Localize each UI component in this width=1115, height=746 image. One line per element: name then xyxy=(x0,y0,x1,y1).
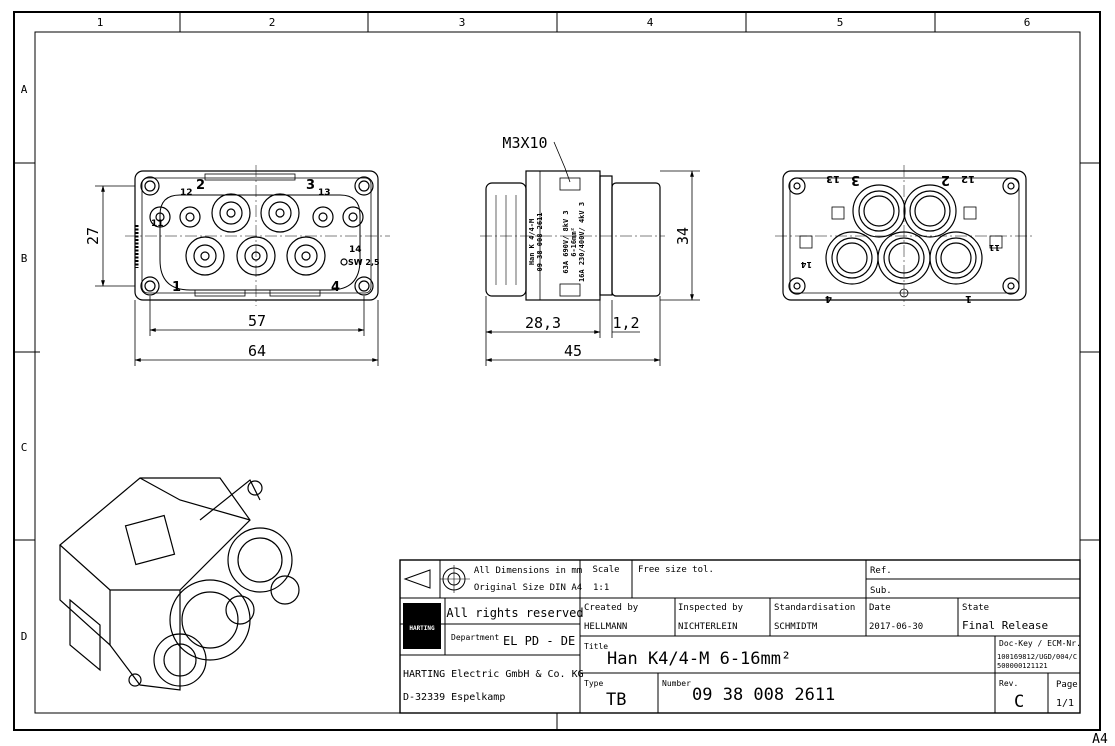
scale-label: Scale xyxy=(592,565,619,575)
zone-4: 4 xyxy=(647,16,654,29)
dim-1-2: 1,2 xyxy=(612,314,639,332)
sheet-format: A4 xyxy=(1092,732,1108,746)
dim-57: 57 xyxy=(248,312,266,330)
rear-pin-1: 1 xyxy=(965,293,972,304)
front-dimensions xyxy=(95,185,379,366)
zone-6: 6 xyxy=(1024,16,1031,29)
harting-logo: HARTING xyxy=(403,603,441,649)
date-label: Date xyxy=(869,603,891,613)
dim-28-3: 28,3 xyxy=(525,314,561,332)
department-label: Department xyxy=(451,633,499,642)
front-pin-12: 12 xyxy=(180,188,193,198)
zone-2: 2 xyxy=(269,16,276,29)
department-value: EL PD - DE xyxy=(503,634,575,648)
type-value: TB xyxy=(606,690,626,710)
rear-pin-14: 14 xyxy=(800,260,812,269)
front-pin-4: 4 xyxy=(331,280,340,295)
front-view xyxy=(125,165,390,306)
side-label-print: Han K 4/4-M 09 38 008 2611 63A 690V/ 8kV… xyxy=(528,202,586,282)
standard-label: Standardisation xyxy=(774,603,855,613)
zone-labels: 1 2 3 4 5 6 A B C D A4 xyxy=(21,16,1108,746)
front-pin-2: 2 xyxy=(196,178,205,193)
rear-pin-12: 12 xyxy=(961,173,975,184)
tolerance: Free size tol. xyxy=(638,565,714,575)
dim-note-2: Original Size DIN A4 xyxy=(474,583,582,593)
sub-label: Sub. xyxy=(870,586,892,596)
type-label: Type xyxy=(584,679,603,688)
zone-d: D xyxy=(21,630,28,643)
dim-64: 64 xyxy=(248,342,266,360)
side-print-2: 09 38 008 2611 xyxy=(536,212,544,271)
front-pin-13: 13 xyxy=(318,188,331,198)
scale-value: 1:1 xyxy=(593,583,609,593)
title-block-lines xyxy=(399,559,1081,714)
rear-pin-11: 11 xyxy=(988,243,1000,252)
rights: All rights reserved xyxy=(446,606,583,620)
rear-pin-labels: 1 2 3 4 11 12 13 14 xyxy=(800,172,1000,304)
zone-a: A xyxy=(21,83,28,96)
zone-c: C xyxy=(21,441,28,454)
rear-pin-13: 13 xyxy=(826,173,840,184)
rev-label: Rev. xyxy=(999,679,1018,688)
zone-3: 3 xyxy=(459,16,466,29)
side-print-4: 6-16mm² xyxy=(570,227,578,257)
front-sw: SW 2,5 xyxy=(348,258,380,267)
title-block-texts: All Dimensions in mm Original Size DIN A… xyxy=(403,565,1081,712)
side-view xyxy=(480,141,665,301)
state-label: State xyxy=(962,603,989,613)
front-pin-14: 14 xyxy=(349,245,362,255)
dockey-value-1: 100169812/UGD/004/C xyxy=(997,653,1077,661)
dim-34: 34 xyxy=(674,227,692,245)
dockey-value-2: 500000121121 xyxy=(997,662,1048,670)
logo-text: HARTING xyxy=(409,625,435,632)
dim-note-1: All Dimensions in mm xyxy=(474,566,582,576)
page-value: 1/1 xyxy=(1056,698,1074,709)
standard-value: SCHMIDTM xyxy=(774,622,818,632)
front-pin-labels: 1 2 3 4 11 12 13 14 SW 2,5 xyxy=(151,178,380,295)
zone-b: B xyxy=(21,252,28,265)
company-2: D-32339 Espelkamp xyxy=(403,692,505,703)
number-value: 09 38 008 2611 xyxy=(692,685,835,705)
front-pin-1: 1 xyxy=(172,280,181,295)
side-print-3: 63A 690V/ 8kV 3 xyxy=(562,210,570,273)
front-pin-11: 11 xyxy=(151,219,164,229)
date-value: 2017-06-30 xyxy=(869,622,923,632)
front-pin-3: 3 xyxy=(306,178,315,193)
inspected-label: Inspected by xyxy=(678,603,744,613)
created-label: Created by xyxy=(584,603,639,613)
dim-45: 45 xyxy=(564,342,582,360)
isometric-view xyxy=(59,477,300,691)
rear-pin-2: 2 xyxy=(941,172,950,187)
zone-5: 5 xyxy=(837,16,844,29)
state-value: Final Release xyxy=(962,619,1048,632)
number-label: Number xyxy=(662,679,691,688)
screw-callout: M3X10 xyxy=(502,134,547,152)
title-label: Title xyxy=(584,642,608,651)
sheet-frame xyxy=(13,11,1101,731)
inspected-value: NICHTERLEIN xyxy=(678,622,738,632)
title-value: Han K4/4-M 6-16mm² xyxy=(607,649,791,669)
ref-label: Ref. xyxy=(870,566,892,576)
dimension-texts: 27 57 64 28,3 1,2 45 34 M3X10 xyxy=(84,134,692,360)
page-label: Page xyxy=(1056,680,1078,690)
rear-pin-3: 3 xyxy=(851,172,860,187)
company-1: HARTING Electric GmbH & Co. KG xyxy=(403,669,584,680)
dim-27: 27 xyxy=(84,227,102,245)
dockey-label: Doc-Key / ECM-Nr. xyxy=(999,639,1081,648)
zone-1: 1 xyxy=(97,16,104,29)
rev-value: C xyxy=(1014,692,1024,712)
side-print-1: Han K 4/4-M xyxy=(528,219,536,265)
side-print-5: 16A 230/400V/ 4kV 3 xyxy=(578,202,586,282)
rear-pin-4: 4 xyxy=(825,293,832,304)
side-dimensions xyxy=(485,170,700,366)
created-value: HELLMANN xyxy=(584,622,627,632)
rear-view xyxy=(775,165,1035,306)
